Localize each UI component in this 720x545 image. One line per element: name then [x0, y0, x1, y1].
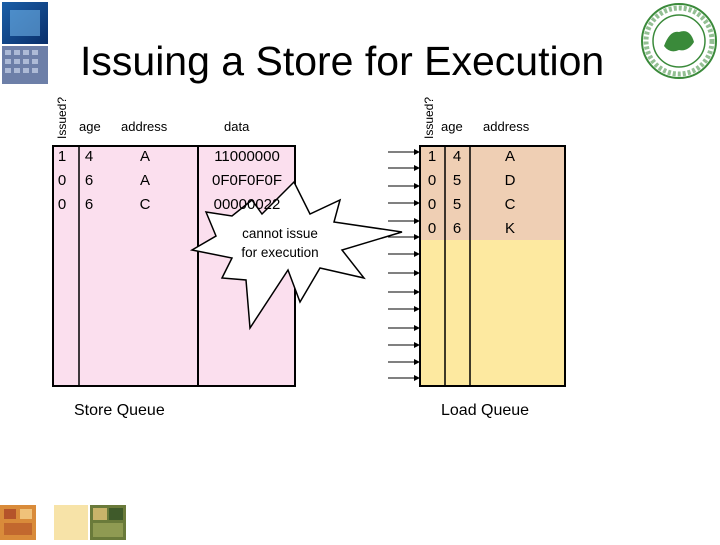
- load-row-age: 6: [452, 220, 462, 237]
- load-address-header: address: [483, 119, 530, 134]
- callout-line-2: for execution: [241, 245, 319, 260]
- load-row-address: A: [504, 148, 515, 165]
- load-row-age: 4: [452, 148, 462, 165]
- load-issued-header: Issued?: [422, 96, 436, 139]
- callout-text: cannot issue for execution: [218, 224, 342, 262]
- store-row-age: 4: [84, 148, 94, 165]
- chip-photo-bottom-2: [54, 505, 88, 540]
- store-address-header: address: [121, 119, 168, 134]
- store-row-data: 11000000: [214, 148, 280, 165]
- chip-photo-bottom-1: [0, 505, 36, 540]
- store-row-data: 00000022: [213, 196, 281, 213]
- load-row-issued: 0: [427, 172, 437, 189]
- load-queue-caption: Load Queue: [441, 402, 530, 419]
- store-row-age: 6: [84, 172, 94, 189]
- load-queue-input-arrows: [388, 151, 417, 379]
- slide-title: Issuing a Store for Execution: [80, 38, 605, 84]
- store-row-address: C: [139, 196, 151, 213]
- store-row-data: 0F0F0F0F: [211, 172, 283, 189]
- load-age-header: age: [441, 119, 463, 134]
- store-data-header: data: [224, 119, 250, 134]
- store-row-address: A: [139, 172, 150, 189]
- cannot-issue-callout-shape: [189, 180, 403, 331]
- store-age-header: age: [79, 119, 101, 134]
- chip-photo-top-left: [2, 2, 48, 84]
- callout-line-1: cannot issue: [242, 226, 318, 241]
- load-row-address: D: [504, 172, 516, 189]
- institute-seal-logo: [640, 2, 718, 80]
- load-queue-filled-rows: [421, 147, 564, 240]
- store-row-address: A: [139, 148, 150, 165]
- store-row-age: 6: [84, 196, 94, 213]
- load-row-address: C: [504, 196, 516, 213]
- load-row-address: K: [504, 220, 515, 237]
- store-row-issued: 0: [57, 172, 67, 189]
- chip-photo-bottom-3: [90, 505, 126, 540]
- store-issued-header: Issued?: [55, 96, 69, 139]
- load-row-age: 5: [452, 196, 462, 213]
- store-queue-caption: Store Queue: [74, 402, 165, 419]
- store-row-issued: 1: [57, 148, 67, 165]
- load-row-issued: 0: [427, 220, 437, 237]
- load-row-age: 5: [452, 172, 462, 189]
- load-row-issued: 1: [427, 148, 437, 165]
- load-row-issued: 0: [427, 196, 437, 213]
- store-row-issued: 0: [57, 196, 67, 213]
